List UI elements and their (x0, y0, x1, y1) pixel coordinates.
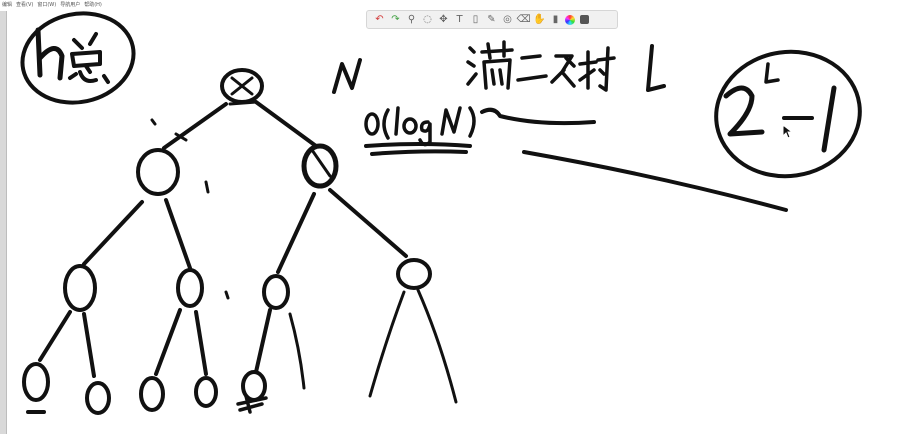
tree-node-l1-right (301, 143, 339, 189)
color-wheel-icon[interactable] (565, 14, 575, 25)
text-tool-icon[interactable]: T (456, 14, 463, 25)
handwritten-n (332, 58, 362, 94)
binary-tree-diagram (22, 68, 458, 415)
menu-item-navigate[interactable]: 导航用户 (60, 2, 81, 8)
lasso-icon[interactable]: ◌ (423, 14, 432, 25)
pen-icon[interactable]: ✎ (487, 14, 496, 25)
tree-node-l2-1 (63, 264, 97, 312)
move-icon[interactable]: ✥ (439, 14, 448, 25)
handwritten-full-binary-tree (466, 40, 666, 126)
menu-item-window[interactable]: 窗口(W) (37, 2, 57, 8)
left-panel-edge (0, 11, 7, 434)
tree-node-l2-2 (176, 268, 204, 308)
menu-bar: 编辑 查看(V) 窗口(W) 导航用户 帮助(H) (0, 0, 120, 11)
circled-formula (714, 49, 862, 179)
undo-icon[interactable]: ↶ (375, 14, 384, 25)
drawing-toolbar: ↶ ↷ ⚲ ◌ ✥ T ▯ ✎ ◎ ⌫ ✋ ▮ (366, 10, 618, 29)
tree-node-l2-4 (396, 258, 432, 290)
circled-note-top-left (20, 11, 136, 105)
menu-item-help[interactable]: 帮助(H) (84, 2, 102, 8)
eraser-icon[interactable]: ⌫ (516, 14, 531, 25)
menu-item-edit[interactable]: 编辑 (2, 2, 13, 8)
mouse-cursor-icon (782, 124, 794, 139)
tree-leaf-4 (194, 376, 218, 408)
highlighter-icon[interactable]: ▮ (552, 14, 559, 25)
underline-curve (522, 150, 788, 212)
tree-leaf-2 (85, 381, 111, 415)
hand-icon[interactable]: ✋ (533, 14, 546, 25)
tree-node-l2-3 (262, 274, 290, 310)
menu-item-view[interactable]: 查看(V) (16, 2, 34, 8)
tree-node-l1-left (136, 148, 180, 196)
tree-leaf-1 (22, 362, 50, 402)
target-icon[interactable]: ◎ (503, 14, 512, 25)
fill-square-icon[interactable] (580, 15, 589, 24)
tree-leaf-3 (139, 376, 165, 412)
page-icon[interactable]: ▯ (472, 14, 479, 25)
handwritten-o-log-n (364, 106, 476, 156)
redo-icon[interactable]: ↷ (391, 14, 400, 25)
zoom-icon[interactable]: ⚲ (407, 14, 416, 25)
